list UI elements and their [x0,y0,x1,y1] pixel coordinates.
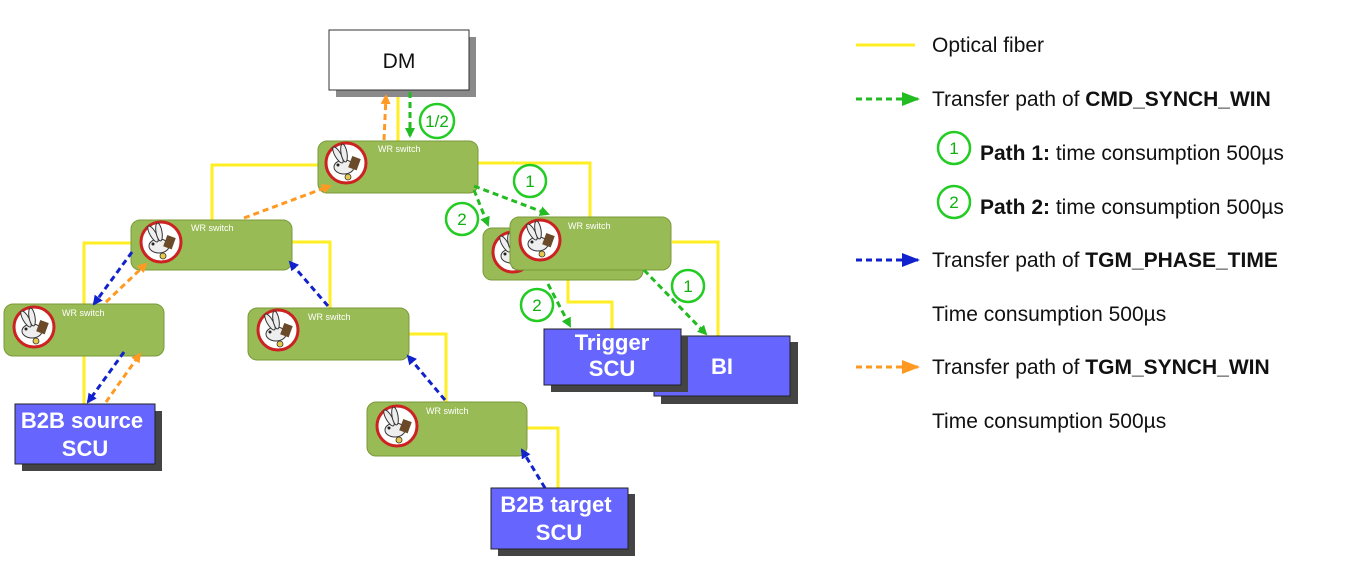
blue-path-mid-to-left [288,260,330,307]
fiber-right-to-bi [672,240,720,338]
fiber-lower-to-target [527,426,560,488]
legend-fiber: Optical fiber [856,34,1044,57]
trigger-scu-label-line2: SCU [589,356,635,381]
tgm-phase-time-paths [86,251,547,489]
trigger-scu-label-line1: Trigger [575,330,650,355]
b2b-source-scu-node: B2B source SCU [14,403,162,471]
green-path-1-to-bi [642,268,708,336]
wr-switch-top: WR switch [317,140,479,194]
fiber-top-to-left-switch [210,163,330,222]
dm-label: DM [383,50,416,73]
legend-path2: 2 Path 2: time consumption 500µs [936,184,1284,220]
svg-text:Transfer path of CMD_SYNCH_WIN: Transfer path of CMD_SYNCH_WIN [932,88,1271,111]
tgm-synch-win-paths [104,94,391,403]
legend-fiber-label: Optical fiber [932,34,1044,57]
orange-path-scu-to-source-switch [104,352,142,403]
legend: Optical fiber Transfer path of CMD_SYNCH… [856,34,1284,433]
legend-tgm-synch-name: TGM_SYNCH_WIN [1085,356,1269,379]
legend-tgm-phase-time: Time consumption 500µs [932,303,1166,326]
switch-label: WR switch [568,221,611,231]
wr-switch-source: WR switch [3,303,165,357]
cmd-synch-win-paths [405,92,708,336]
marker-path2-top: 2 [444,201,480,237]
orange-path-source-switch-to-left [104,262,148,304]
legend-path1-rest: time consumption 500µs [1050,142,1284,165]
legend-tgm-synch-win: Transfer path of TGM_SYNCH_WIN Time cons… [856,356,1270,433]
legend-path2-num: 2 [949,193,958,212]
trigger-scu-node: Trigger SCU [543,328,688,392]
marker-path1-top: 1 [512,163,548,199]
green-path-1-to-right-switch [473,184,550,216]
fiber-left-to-mid-switch [290,240,332,309]
switch-label: WR switch [62,308,105,318]
legend-tgm-phase-name: TGM_PHASE_TIME [1085,249,1278,272]
svg-text:Transfer path of TGM_SYNCH_WIN: Transfer path of TGM_SYNCH_WIN [932,356,1270,379]
green-path-2-to-trigger [546,283,572,328]
wr-logo-icon [139,220,183,264]
orange-path-top-to-dm [380,94,391,141]
wr-switch-lower: WR switch [366,401,528,457]
wr-logo-icon [324,141,368,185]
legend-path2-bold: Path 2: [980,196,1050,219]
b2b-target-scu-node: B2B target SCU [490,487,635,556]
legend-tgm-phase-time: Transfer path of TGM_PHASE_TIME Time con… [856,249,1278,326]
fiber-links [82,90,720,488]
wr-switch-left: WR switch [130,219,293,271]
b2b-source-label-line2: SCU [62,436,108,461]
blue-path-target-to-lower [520,448,547,489]
fiber-right-to-trigger [566,280,614,330]
svg-text:Transfer path of TGM_PHASE_TIM: Transfer path of TGM_PHASE_TIME [932,249,1278,272]
marker-path2-trigger-label: 2 [532,296,541,315]
wr-logo-icon [12,305,56,349]
svg-text:Path 1: time consumption 500µs: Path 1: time consumption 500µs [980,142,1284,165]
blue-path-left-to-source-switch [92,251,134,306]
marker-path2-trigger: 2 [519,287,555,323]
marker-path1-top-label: 1 [525,172,534,191]
wr-logo-icon [256,308,300,352]
orange-path-left-to-top [243,184,332,220]
b2b-target-label-line2: SCU [536,520,582,545]
fiber-top-to-right-switch [476,161,592,218]
bi-label: BI [711,354,733,379]
dm-node: DM [328,29,476,97]
fiber-left-to-source-switch [82,241,142,305]
marker-dm-path: 1/2 [418,102,456,140]
legend-tgm-synch-prefix: Transfer path of [932,356,1085,379]
marker-dm-path-label: 1/2 [425,112,449,131]
marker-path2-top-label: 2 [457,210,466,229]
blue-path-source-switch-to-scu [86,351,126,404]
legend-cmd-prefix: Transfer path of [932,88,1085,111]
wr-switch-right: WR switch [509,216,672,271]
wr-switch-mid: WR switch [247,307,410,361]
switch-label: WR switch [308,312,351,322]
wr-logo-icon [518,218,562,262]
legend-path1-num: 1 [949,139,958,158]
legend-path2-rest: time consumption 500µs [1050,196,1284,219]
b2b-target-label-line1: B2B target [500,492,612,517]
fiber-mid-to-lower-switch [408,332,448,403]
legend-cmd-synch-win: Transfer path of CMD_SYNCH_WIN [856,88,1271,111]
legend-tgm-synch-time: Time consumption 500µs [932,410,1166,433]
wr-logo-icon [375,404,419,448]
legend-path1-bold: Path 1: [980,142,1050,165]
svg-text:Path 2: time consumption 500µs: Path 2: time consumption 500µs [980,196,1284,219]
legend-cmd-name: CMD_SYNCH_WIN [1085,88,1271,111]
green-path-2-to-right-back-switch [472,189,490,227]
blue-path-lower-to-mid [406,354,447,401]
legend-tgm-phase-prefix: Transfer path of [932,249,1085,272]
legend-path1: 1 Path 1: time consumption 500µs [936,130,1284,166]
switch-label: WR switch [378,144,421,154]
marker-path1-bi: 1 [670,268,706,304]
switch-label: WR switch [191,223,234,233]
switch-label: WR switch [426,406,469,416]
b2b-source-label-line1: B2B source [21,408,143,433]
marker-path1-bi-label: 1 [683,277,692,296]
